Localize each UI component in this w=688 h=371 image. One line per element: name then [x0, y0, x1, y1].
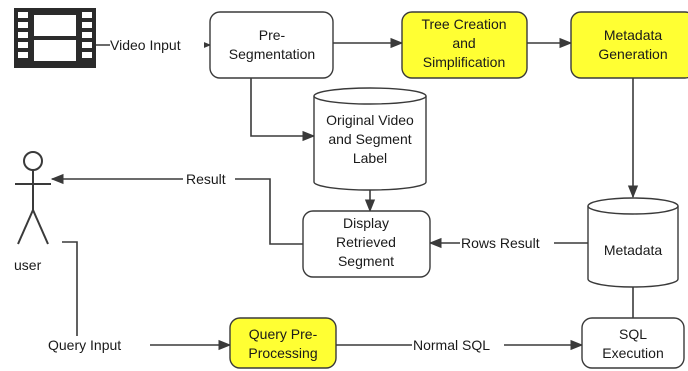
node-text: Segment [338, 253, 394, 269]
node-text: Original Video [326, 112, 414, 128]
film-strip-icon [14, 8, 96, 68]
node-text: Display [343, 215, 389, 231]
edge-label-video-input: Video Input [110, 37, 181, 53]
edges: Video Input Result Rows Result Query Inp… [46, 36, 639, 354]
node-tree-creation: Tree Creation and Simplification [401, 11, 528, 79]
actor-label: user [14, 257, 42, 273]
edge-label-query-input: Query Input [48, 337, 121, 353]
node-text: SQL [619, 326, 647, 342]
node-metadata-generation: Metadata Generation [570, 11, 688, 79]
node-text: Tree Creation [421, 16, 506, 32]
node-query-preprocessing: Query Pre- Processing [229, 317, 337, 369]
node-text: Metadata [604, 242, 663, 258]
node-sql-execution: SQL Execution [581, 317, 685, 369]
user-stick-figure-icon [15, 151, 51, 245]
node-metadata-db: Metadata [587, 197, 679, 288]
node-text: Execution [602, 345, 663, 361]
node-text: and [452, 35, 475, 51]
edge-result [50, 173, 303, 245]
edge-query-input [62, 241, 232, 351]
node-text: Metadata [604, 27, 663, 43]
node-text: Segmentation [229, 46, 315, 62]
node-text: Query Pre- [249, 326, 318, 342]
node-pre-segmentation: Pre- Segmentation [209, 11, 334, 79]
edge-label-result: Result [186, 171, 226, 187]
node-text: Label [353, 150, 387, 166]
edge-label-rows-result: Rows Result [461, 235, 540, 251]
node-text: Processing [248, 345, 317, 361]
node-display-retrieved: Display Retrieved Segment [302, 210, 431, 278]
node-text: Retrieved [336, 234, 396, 250]
edge-pre-to-db [250, 78, 316, 142]
node-text: Pre- [259, 27, 286, 43]
node-text: and Segment [328, 131, 411, 147]
node-text: Simplification [423, 54, 505, 70]
node-text: Generation [598, 46, 667, 62]
node-original-video-db: Original Video and Segment Label [313, 87, 427, 191]
edge-label-normal-sql: Normal SQL [413, 337, 490, 353]
